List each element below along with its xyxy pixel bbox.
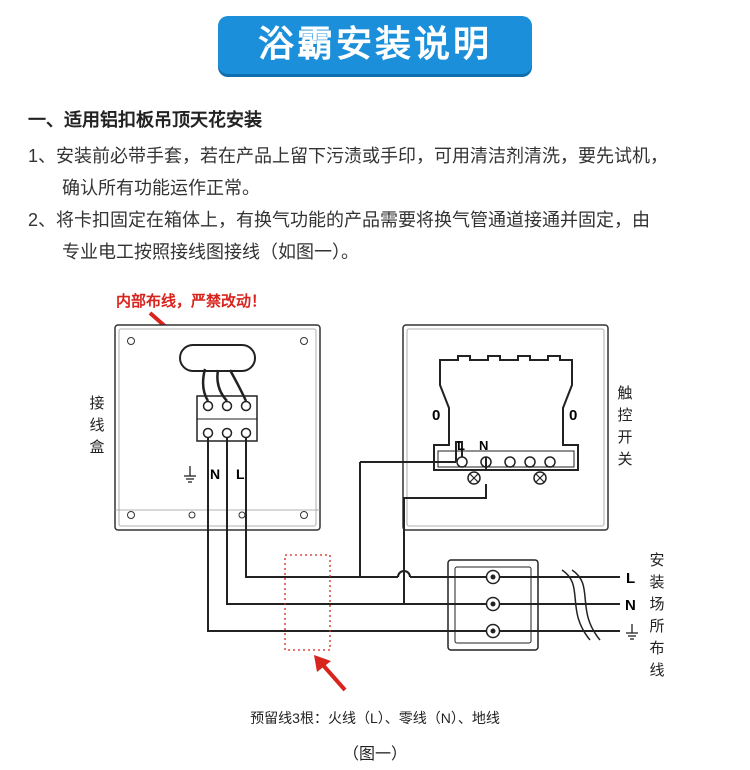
site-ground-symbol [626, 624, 638, 640]
cable-break-left [561, 569, 591, 641]
touch-switch-label-char: 控 [617, 407, 633, 424]
title-banner: 浴霸安装说明 [218, 16, 532, 74]
instruction-1-line2: 确认所有功能运作正常。 [62, 178, 260, 198]
instruction-2-line2: 专业电工按照接线图接线（如图一）。 [62, 242, 359, 262]
reserved-arrow [320, 662, 347, 692]
touch-switch-label: 触 控 开 关 [616, 383, 634, 471]
junction-box [114, 324, 321, 531]
site-wiring-label-char: 装 [649, 574, 665, 591]
switch-n-label: N [479, 438, 488, 453]
site-wiring-label-char: 场 [649, 596, 665, 613]
site-wiring-label-char: 所 [649, 618, 665, 635]
touch-switch-label-char: 触 [617, 385, 633, 402]
diagram-caption: 预留线3根：火线（L）、零线（N）、地线 [250, 710, 500, 726]
site-wiring-label-char: 安 [649, 552, 665, 569]
junction-box-label-char: 盒 [89, 439, 105, 456]
warning-text: 内部布线，严禁改动！ [116, 293, 267, 310]
site-wiring-label-char: 线 [649, 662, 665, 679]
junction-n-label: N [210, 466, 220, 482]
site-l-label: L [626, 570, 635, 587]
junction-ground-symbol [184, 466, 196, 483]
touch-switch-label-char: 关 [617, 451, 633, 468]
switch-zero-right: 0 [569, 407, 577, 424]
site-wiring-label-char: 布 [649, 640, 665, 657]
instruction-2-line1: 2、将卡扣固定在箱体上，有换气功能的产品需要将换气管通道接通并固定，由 [28, 210, 651, 230]
junction-box-label-char: 接 [89, 395, 105, 412]
instruction-1-line1: 1、安装前必带手套，若在产品上留下污渍或手印，可用清洁剂清洗，要先试机， [28, 146, 669, 166]
junction-box-label: 接 线 盒 [88, 393, 106, 459]
site-wiring-label: 安 装 场 所 布 线 [648, 550, 666, 682]
page-title: 浴霸安装说明 [257, 24, 492, 65]
junction-l-label: L [236, 466, 245, 482]
section-title: 一、适用铝扣板吊顶天花安装 [28, 110, 262, 130]
switch-zero-left: 0 [432, 407, 440, 424]
wires [207, 438, 620, 632]
reserved-wire-zone [284, 554, 331, 651]
site-n-label: N [625, 597, 636, 614]
reserved-arrow-head [314, 655, 331, 672]
figure-label: （图一） [342, 746, 407, 763]
touch-switch-label-char: 开 [617, 429, 633, 446]
junction-box-label-char: 线 [89, 417, 105, 434]
touch-switch [402, 324, 609, 531]
cable-break-right [571, 569, 601, 641]
switch-l-label: L [457, 438, 465, 453]
